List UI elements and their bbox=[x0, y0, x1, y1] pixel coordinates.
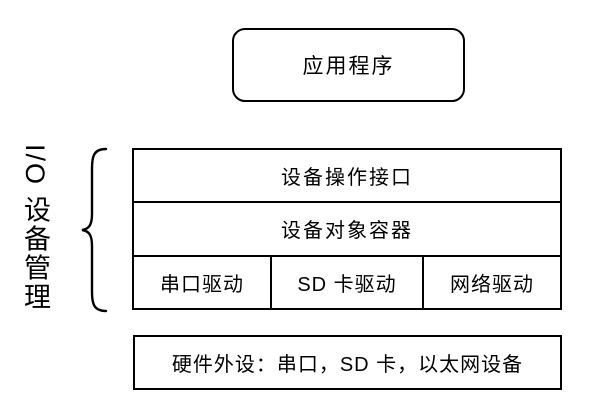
device-object-container-row: 设备对象容器 bbox=[134, 203, 560, 257]
serial-driver-label: 串口驱动 bbox=[160, 273, 244, 296]
left-curly-brace-icon bbox=[81, 147, 108, 313]
hardware-peripherals-label: 硬件外设：串口，SD 卡，以太网设备 bbox=[171, 354, 524, 376]
io-management-stack: 设备操作接口 设备对象容器 串口驱动 SD 卡驱动 网络驱动 bbox=[132, 148, 562, 310]
serial-driver-cell: 串口驱动 bbox=[134, 256, 272, 308]
application-label: 应用程序 bbox=[302, 55, 395, 78]
drivers-row: 串口驱动 SD 卡驱动 网络驱动 bbox=[134, 256, 560, 308]
device-operation-interface-label: 设备操作接口 bbox=[281, 167, 413, 190]
sd-card-driver-cell: SD 卡驱动 bbox=[272, 256, 424, 308]
application-box: 应用程序 bbox=[232, 28, 465, 102]
device-operation-interface-row: 设备操作接口 bbox=[134, 150, 560, 204]
sd-card-driver-label: SD 卡驱动 bbox=[297, 273, 397, 296]
network-driver-label: 网络驱动 bbox=[450, 273, 534, 296]
network-driver-cell: 网络驱动 bbox=[424, 257, 560, 308]
device-object-container-label: 设备对象容器 bbox=[281, 220, 413, 243]
io-device-management-label: I/O 设备管理 bbox=[20, 144, 50, 312]
hardware-peripherals-box: 硬件外设：串口，SD 卡，以太网设备 bbox=[133, 335, 562, 390]
